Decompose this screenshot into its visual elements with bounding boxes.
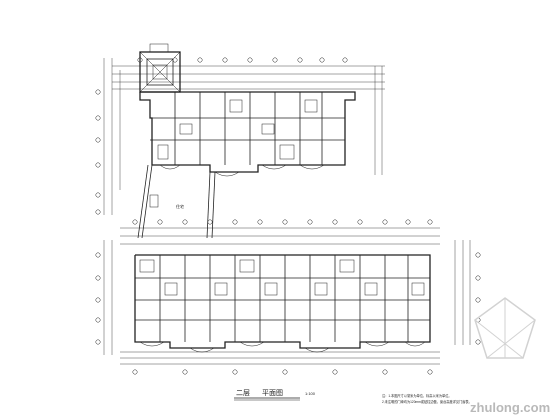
plan-title-block: 二层 平面图 1:100 [234, 389, 316, 401]
plan-scale-note: 1:100 [305, 391, 316, 396]
watermark: zhulong.com [470, 297, 550, 415]
watermark-text: zhulong.com [470, 400, 550, 415]
zhulong-logo-icon [474, 297, 536, 359]
general-notes: 注：1.本图尺寸以毫米为单位，标高以米为单位。 2.未注明的门垛均为120mm或… [382, 393, 472, 404]
note-line-2: 2.未注明的门垛均为120mm或贴柱边做，窗台高度详见门窗表。 [382, 399, 472, 404]
plan-title: 二层 [236, 389, 250, 397]
upper-building-block: 住宅 [95, 43, 385, 215]
connector-corridors [137, 164, 216, 239]
note-line-1: 注：1.本图尺寸以毫米为单位，标高以米为单位。 [382, 393, 452, 398]
lower-building-block [95, 219, 481, 375]
upper-block-label: 住宅 [176, 203, 184, 209]
plan-title-suffix: 平面图 [262, 389, 283, 397]
